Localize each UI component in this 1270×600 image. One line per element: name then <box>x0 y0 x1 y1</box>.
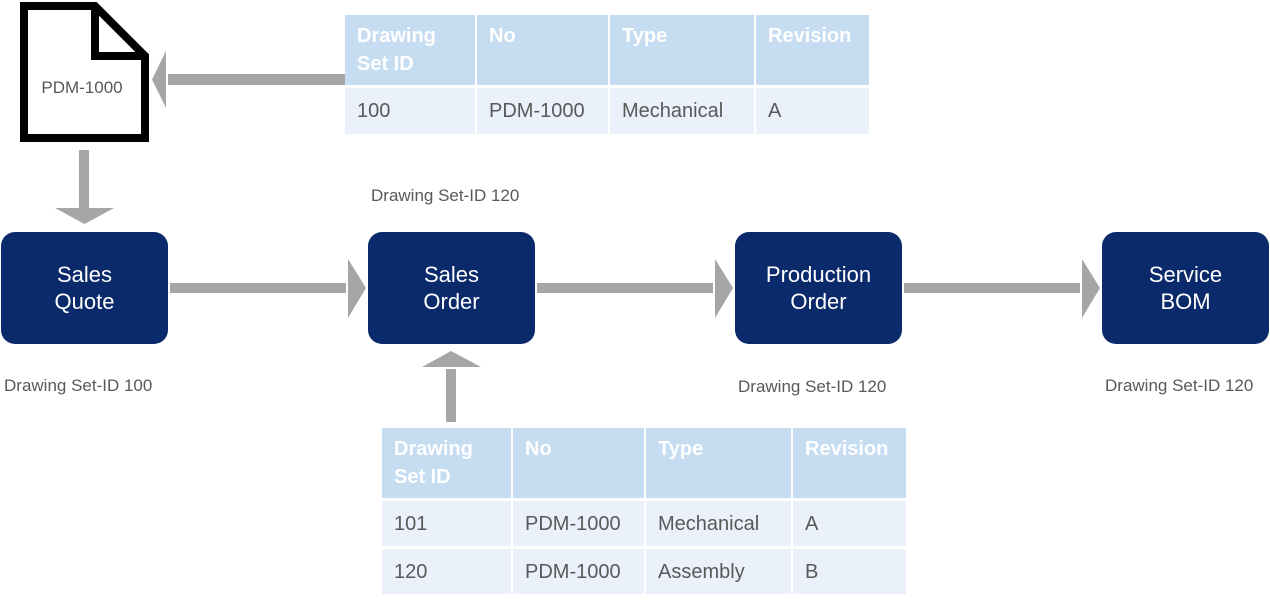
table-row: 101 PDM-1000 Mechanical A <box>382 501 906 546</box>
sales-quote-label-line2: Quote <box>54 289 115 314</box>
production-order-box[interactable]: Production Order <box>735 232 902 344</box>
header-no: No <box>513 428 644 498</box>
document-label: PDM-1000 <box>41 78 123 97</box>
cell-revision: A <box>756 88 869 134</box>
header-revision: Revision <box>793 428 906 498</box>
service-bom-box[interactable]: Service BOM <box>1102 232 1269 344</box>
table-row: 100 PDM-1000 Mechanical A <box>345 88 869 134</box>
bottom-drawing-set-table: Drawing Set ID No Type Revision 101 PDM-… <box>380 425 908 597</box>
header-drawing-set-id: Drawing Set ID <box>382 428 511 498</box>
cell-drawing-set-id: 100 <box>345 88 475 134</box>
header-type: Type <box>646 428 791 498</box>
cell-no: PDM-1000 <box>513 549 644 594</box>
sales-quote-label-line1: Sales <box>56 262 113 287</box>
header-no: No <box>477 15 608 85</box>
service-bom-label-line2: BOM <box>1160 289 1211 314</box>
sales-quote-box[interactable]: Sales Quote <box>1 232 168 344</box>
table-header-row: Drawing Set ID No Type Revision <box>382 428 906 498</box>
cell-revision: B <box>793 549 906 594</box>
cell-type: Mechanical <box>646 501 791 546</box>
service-bom-caption: Drawing Set-ID 120 <box>1105 376 1254 395</box>
arrow-order-to-production <box>537 259 733 318</box>
cell-type: Mechanical <box>610 88 754 134</box>
cell-revision: A <box>793 501 906 546</box>
service-bom-label-line1: Service <box>1148 262 1223 287</box>
cell-drawing-set-id: 120 <box>382 549 511 594</box>
table-header-row: Drawing Set ID No Type Revision <box>345 15 869 85</box>
header-revision: Revision <box>756 15 869 85</box>
header-drawing-set-id: Drawing Set ID <box>345 15 475 85</box>
sales-quote-caption: Drawing Set-ID 100 <box>4 376 153 395</box>
cell-type: Assembly <box>646 549 791 594</box>
arrow-document-to-quote <box>55 150 114 224</box>
arrow-table-to-order <box>422 351 481 422</box>
arrow-table-to-document <box>152 51 345 108</box>
cell-no: PDM-1000 <box>513 501 644 546</box>
header-type: Type <box>610 15 754 85</box>
top-drawing-set-table: Drawing Set ID No Type Revision 100 PDM-… <box>343 12 871 137</box>
sales-order-box[interactable]: Sales Order <box>368 232 535 344</box>
table-row: 120 PDM-1000 Assembly B <box>382 549 906 594</box>
document-icon <box>20 2 149 142</box>
sales-order-caption: Drawing Set-ID 120 <box>371 186 520 205</box>
production-order-label-line1: Production <box>765 262 872 287</box>
arrow-quote-to-order <box>170 259 366 318</box>
cell-no: PDM-1000 <box>477 88 608 134</box>
production-order-label-line2: Order <box>790 289 847 314</box>
production-order-caption: Drawing Set-ID 120 <box>738 377 887 396</box>
sales-order-label-line1: Sales <box>423 262 480 287</box>
sales-order-label-line2: Order <box>423 289 480 314</box>
cell-drawing-set-id: 101 <box>382 501 511 546</box>
arrow-production-to-bom <box>904 259 1100 318</box>
